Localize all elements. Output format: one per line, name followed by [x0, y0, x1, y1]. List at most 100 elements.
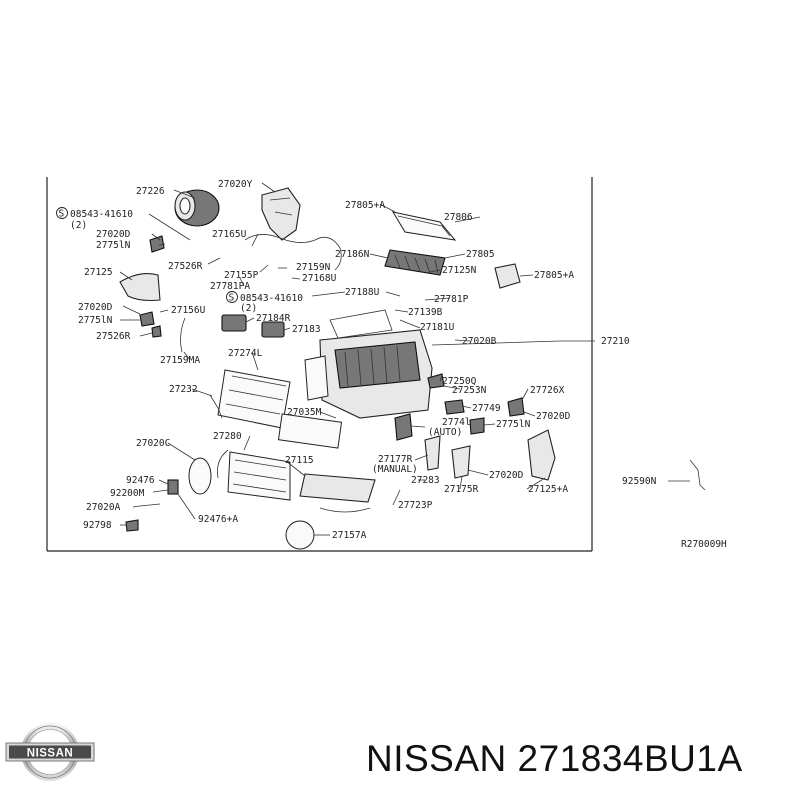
label-27159n: 27159N: [296, 262, 331, 273]
clip-92798-part: [125, 519, 139, 532]
label-27781pa: 27781PA: [210, 281, 250, 292]
heater-unit-part: [304, 309, 433, 419]
screw-symbol-a: S: [56, 207, 68, 220]
evaporator-part: [217, 369, 291, 429]
filter-element-part: [384, 249, 446, 276]
label-27020y: 27020Y: [218, 179, 253, 190]
clip-part-c: [151, 325, 162, 338]
label-27741-note: (AUTO): [428, 427, 462, 438]
svg-text:NISSAN: NISSAN: [27, 748, 73, 760]
actuator-27749-part: [444, 399, 465, 415]
label-27186n: 27186N: [335, 249, 370, 260]
clip-27751n-part: [469, 417, 485, 435]
label-27155p: 27155P: [224, 270, 259, 281]
label-27250q: 27250Q: [442, 376, 477, 387]
label-27125a: 27125+A: [528, 484, 568, 495]
heater-core-part: [217, 449, 291, 501]
label-27226: 27226: [136, 186, 165, 197]
part-title: NISSAN 271834BU1A: [366, 738, 743, 779]
wiring-harness-part: [244, 234, 342, 271]
label-08543-b-qty: (2): [240, 303, 257, 314]
label-27274l: 27274L: [228, 348, 263, 359]
label-92476: 92476: [126, 475, 155, 486]
label-2775ln-b: 2775lN: [78, 315, 113, 326]
label-27805a-right: 27805+A: [534, 270, 574, 281]
sensor-92476-part: [167, 479, 179, 495]
label-27253n: 27253N: [452, 385, 487, 396]
clip-part-b: [139, 311, 155, 327]
label-27280: 27280: [213, 431, 242, 442]
gasket-part: [277, 413, 343, 449]
duct-27020c-part: [188, 457, 212, 495]
label-27184r: 27184R: [256, 313, 291, 324]
label-27183: 27183: [292, 324, 321, 335]
leader-lines: [119, 182, 690, 536]
label-27035m: 27035M: [287, 407, 322, 418]
label-27177r-note: (MANUAL): [372, 464, 418, 475]
label-27125n: 27125N: [442, 265, 477, 276]
label-27159ma: 27159MA: [160, 355, 200, 366]
duct-27125-part: [119, 273, 161, 302]
label-27177r: 27177R: [378, 454, 413, 465]
bracket-part: [261, 187, 301, 241]
svg-text:S: S: [59, 209, 65, 220]
label-27168u: 27168U: [302, 273, 337, 284]
filter-27115-part: [299, 473, 376, 513]
actuator-27184r-part: [221, 314, 247, 332]
label-92200m: 92200M: [110, 488, 145, 499]
label-92476a: 92476+A: [198, 514, 238, 525]
filter-frame-part: [391, 211, 457, 241]
duct-27175r-part: [451, 445, 471, 479]
label-27749: 27749: [472, 403, 501, 414]
label-08543-b: 08543-41610: [240, 293, 303, 304]
duct-part: [494, 263, 521, 289]
label-27125: 27125: [84, 267, 113, 278]
duct-27177r-part: [424, 435, 441, 471]
fan-part: [285, 520, 315, 550]
label-27020d-b: 27020D: [78, 302, 113, 313]
label-27020b: 27020B: [462, 336, 497, 347]
duct-27125a-part: [527, 429, 556, 481]
label-27781p: 27781P: [434, 294, 469, 305]
label-92798: 92798: [83, 520, 112, 531]
label-27020d-d: 27020D: [489, 470, 524, 481]
label-27283: 27283: [411, 475, 440, 486]
label-27805a-top: 27805+A: [345, 200, 385, 211]
label-27139b: 27139B: [408, 307, 443, 318]
screw-symbol-b: S: [226, 291, 238, 304]
label-27723p: 27723P: [398, 500, 433, 511]
label-27020a: 27020A: [86, 502, 121, 513]
label-08543-a-qty: (2): [70, 220, 87, 231]
label-27157a: 27157A: [332, 530, 367, 541]
label-27020d-c: 27020D: [536, 411, 571, 422]
label-2775ln-a: 2775lN: [96, 240, 131, 251]
label-27741: 2774l: [442, 417, 471, 428]
svg-text:S: S: [229, 293, 235, 304]
label-27232: 27232: [169, 384, 198, 395]
label-27181u: 27181U: [420, 322, 455, 333]
label-27115: 27115: [285, 455, 314, 466]
label-27526r-a: 27526R: [168, 261, 203, 272]
label-27726x: 27726X: [530, 385, 565, 396]
clip-part-a: [149, 235, 165, 253]
pipe-92590n-part: [689, 459, 706, 491]
blower-motor-part: [174, 189, 220, 227]
label-27805: 27805: [466, 249, 495, 260]
label-08543-a: 08543-41610: [70, 209, 133, 220]
label-27165u: 27165U: [212, 229, 247, 240]
label-27526r-b: 27526R: [96, 331, 131, 342]
label-27020d-a: 27020D: [96, 229, 131, 240]
actuator-27183-part: [261, 321, 285, 338]
label-92590n: 92590N: [622, 476, 657, 487]
nissan-logo: NISSAN: [5, 723, 95, 781]
seal-27232-part: [209, 394, 223, 419]
link-rod-part: [180, 317, 186, 353]
label-27210: 27210: [601, 336, 630, 347]
label-27020c: 27020C: [136, 438, 170, 449]
label-27806: 27806: [444, 212, 473, 223]
sensor-27726x-part: [507, 397, 525, 417]
reference-code: R270009H: [681, 539, 727, 550]
actuator-27741-part: [394, 413, 413, 441]
label-27188u: 27188U: [345, 287, 380, 298]
